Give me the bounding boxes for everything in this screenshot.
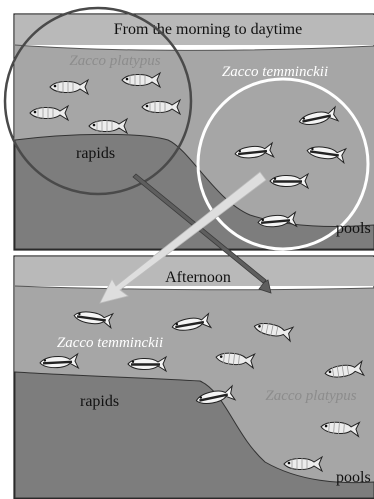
bottom-panel-title: Afternoon — [165, 269, 231, 286]
bottom-panel: Afternoon Zacco temminckii Zacco platypu… — [14, 256, 374, 499]
top-panel-title: From the morning to daytime — [114, 21, 302, 38]
rapids-label-bottom: rapids — [80, 393, 119, 410]
species-label-platypus-bottom: Zacco platypus — [265, 388, 356, 404]
species-label-platypus-top: Zacco platypus — [69, 53, 160, 69]
species-label-temminckii-bottom: Zacco temminckii — [57, 335, 163, 351]
top-panel: From the morning to daytime Zacco platyp… — [5, 8, 374, 250]
pools-label-top: pools — [336, 220, 371, 237]
species-label-temminckii-top: Zacco temminckii — [222, 64, 328, 80]
pools-label-bottom: pools — [336, 469, 371, 486]
rapids-label-top: rapids — [76, 145, 115, 162]
